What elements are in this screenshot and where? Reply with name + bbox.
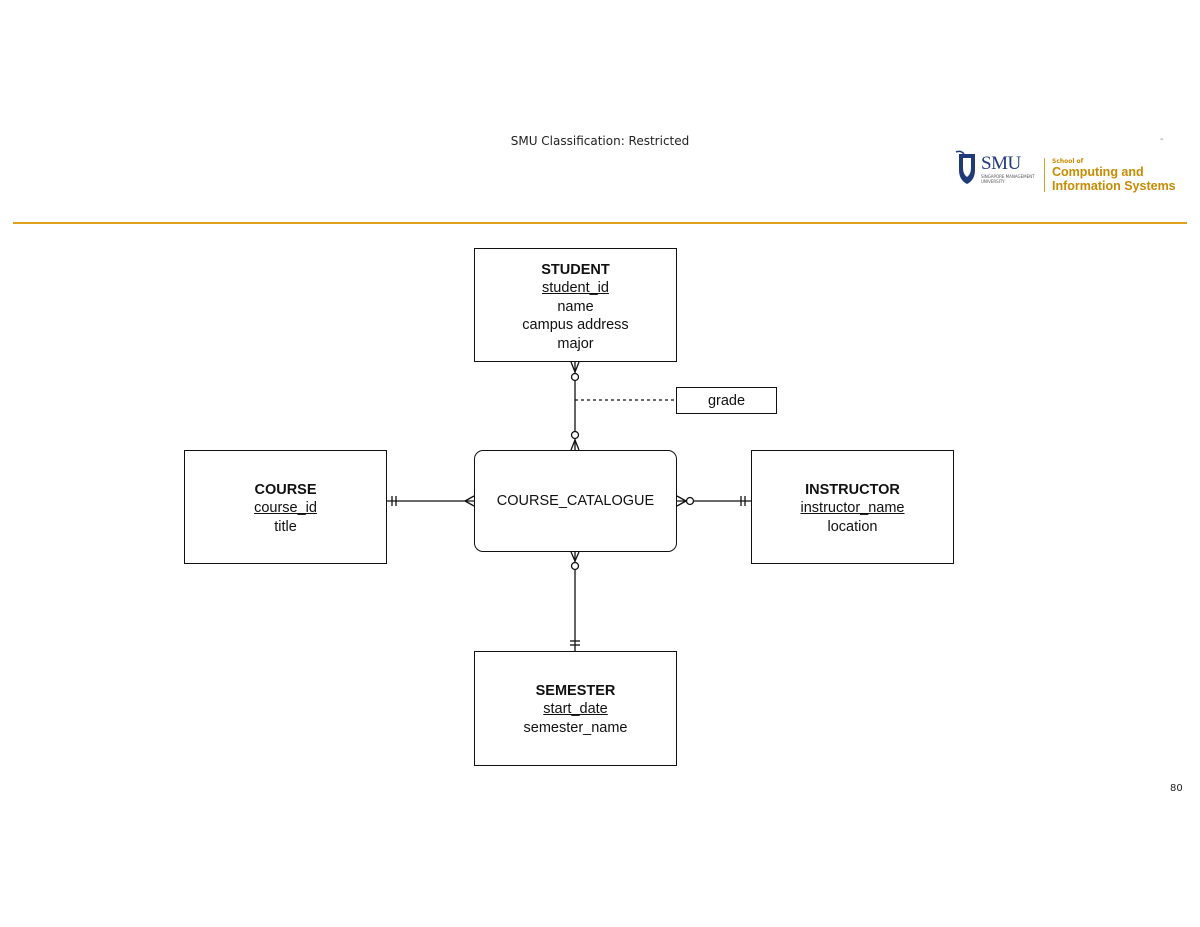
entity-name: SEMESTER — [535, 683, 616, 699]
crowfoot-catalogue-left-top — [464, 495, 475, 502]
primary-key-attribute: start_date — [543, 701, 608, 717]
smu-crest-icon — [955, 150, 975, 184]
logo-divider — [1044, 158, 1045, 192]
classification-label: SMU Classification: Restricted — [510, 134, 690, 148]
crowfoot-catalogue-top-left — [570, 439, 576, 451]
crowfoot-catalogue-bottom-left — [570, 551, 576, 562]
school-prefix: School of — [1052, 158, 1084, 165]
crowfoot-catalogue-right-bottom — [676, 500, 687, 507]
attribute: semester_name — [523, 719, 628, 736]
attribute: name — [557, 298, 594, 315]
entity-name: INSTRUCTOR — [805, 482, 900, 498]
attribute: location — [827, 518, 878, 535]
relationship-attribute-grade: grade — [676, 387, 777, 414]
primary-key-attribute: student_id — [542, 280, 609, 296]
optional-circle-student — [570, 372, 580, 382]
primary-key-attribute: instructor_name — [800, 500, 905, 516]
attribute: campus address — [522, 317, 629, 333]
entity-semester: SEMESTER start_date semester_name — [474, 651, 677, 766]
crowfoot-catalogue-top-right — [574, 439, 580, 451]
primary-key-attribute: course_id — [254, 500, 317, 516]
optional-circle-catalogue-bottom — [570, 561, 580, 571]
attribute: major — [557, 335, 594, 352]
page-number: 80 — [1170, 783, 1183, 794]
optional-circle-catalogue-top — [570, 430, 580, 440]
smu-fine-print: SINGAPORE MANAGEMENT UNIVERSITY — [981, 174, 1035, 184]
crowfoot-catalogue-left-bottom — [464, 500, 475, 507]
header-dash: - — [1160, 134, 1164, 145]
header-rule — [13, 222, 1187, 224]
school-name-line2: Information Systems — [1052, 179, 1176, 193]
optional-circle-catalogue-right — [685, 496, 695, 506]
entity-student: STUDENT student_id name campus address m… — [474, 248, 677, 362]
associative-entity-course-catalogue: COURSE_CATALOGUE — [474, 450, 677, 552]
crowfoot-catalogue-bottom-right — [574, 551, 580, 562]
entity-name: STUDENT — [541, 262, 610, 278]
attribute: title — [274, 518, 297, 535]
smu-wordmark: SMU — [981, 153, 1021, 174]
school-name-line1: Computing and — [1052, 165, 1144, 179]
crowfoot-student-right — [574, 361, 580, 373]
smu-logo: SMU SINGAPORE MANAGEMENT UNIVERSITY Scho… — [955, 150, 1176, 195]
entity-instructor: INSTRUCTOR instructor_name location — [751, 450, 954, 564]
entity-course: COURSE course_id title — [184, 450, 387, 564]
entity-name: COURSE — [254, 482, 317, 498]
crowfoot-student-left — [570, 361, 576, 373]
crowfoot-catalogue-right-top — [676, 495, 687, 502]
